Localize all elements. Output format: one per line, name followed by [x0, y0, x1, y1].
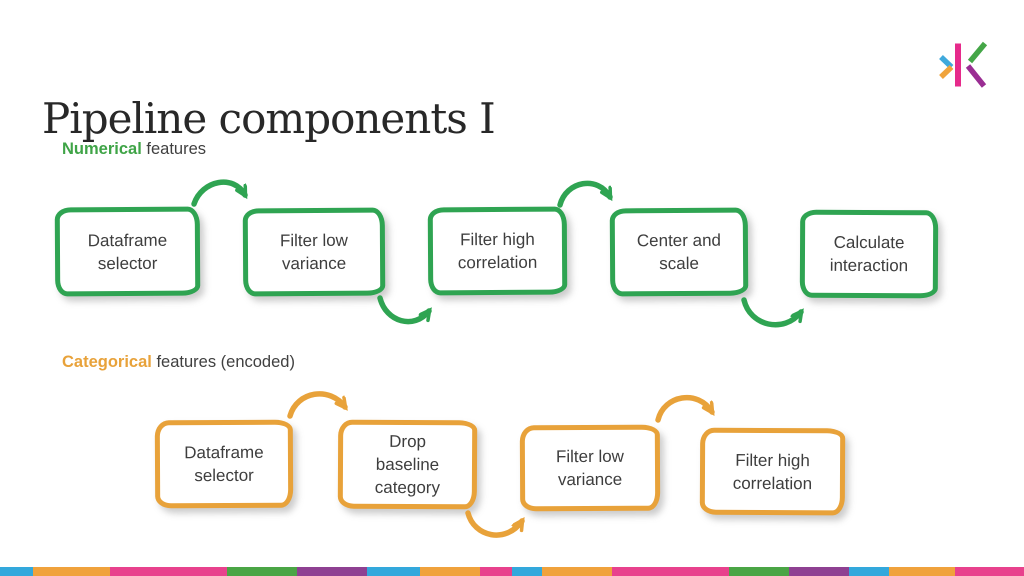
stripe-segment	[110, 567, 227, 576]
section-label-highlight: Categorical	[62, 353, 152, 371]
pipeline-step-label: Center and scale	[636, 230, 722, 274]
pipeline-step-box: Filter high correlation	[427, 206, 568, 296]
curved-arrow-icon	[655, 394, 715, 423]
pipeline-step-box: Calculate interaction	[799, 209, 939, 299]
curved-arrow-icon	[287, 391, 345, 419]
pipeline-step-box: Filter low variance	[519, 424, 661, 512]
section-label-rest: features (encoded)	[151, 353, 295, 371]
pipeline-step-label: Filter low variance	[279, 230, 348, 274]
stripe-segment	[889, 567, 955, 576]
stripe-segment	[849, 567, 889, 576]
page-title: Pipeline components I	[42, 94, 496, 144]
section-label-rest: features	[141, 140, 207, 158]
stripe-segment	[367, 567, 420, 576]
pipeline-step-box: Center and scale	[609, 207, 749, 297]
stripe-segment	[480, 567, 512, 576]
stripe-segment	[0, 567, 33, 576]
section-label-highlight: Numerical	[62, 140, 142, 158]
stripe-segment	[420, 567, 480, 576]
curved-arrow-icon	[377, 295, 429, 325]
pipeline-step-label: Filter high correlation	[732, 450, 813, 493]
pipeline-step-box: Dataframe selector	[154, 419, 294, 509]
stripe-segment	[542, 567, 612, 576]
stripe-segment	[33, 567, 110, 576]
footer-stripe-bar	[0, 567, 1024, 576]
pipeline-step-box: Filter low variance	[242, 207, 386, 297]
curved-arrow-icon	[191, 179, 248, 207]
stripe-segment	[955, 567, 1024, 576]
pipeline-step-box: Drop baseline category	[337, 419, 478, 510]
stripe-segment	[297, 567, 367, 576]
stripe-segment	[612, 567, 729, 576]
curved-arrow-icon	[465, 510, 525, 538]
pipeline-step-box: Dataframe selector	[54, 206, 201, 297]
pipeline-step-label: Filter low variance	[555, 446, 624, 490]
stripe-segment	[227, 567, 297, 576]
knime-logo-icon	[939, 41, 988, 88]
section-label-categorical: Categorical features (encoded)	[62, 353, 295, 372]
curved-arrow-icon	[741, 297, 801, 328]
section-label-numerical: Numerical features	[62, 140, 206, 159]
stripe-segment	[512, 567, 542, 576]
pipeline-step-label: Dataframe selector	[87, 230, 168, 273]
pipeline-step-label: Drop baseline category	[374, 431, 441, 498]
pipeline-step-label: Calculate interaction	[829, 232, 909, 276]
pipeline-step-box: Filter high correlation	[699, 427, 846, 516]
curved-arrow-icon	[557, 180, 613, 208]
pipeline-step-label: Dataframe selector	[184, 442, 264, 486]
pipeline-step-label: Filter high correlation	[457, 229, 538, 273]
stripe-segment	[729, 567, 789, 576]
stripe-segment	[789, 567, 849, 576]
